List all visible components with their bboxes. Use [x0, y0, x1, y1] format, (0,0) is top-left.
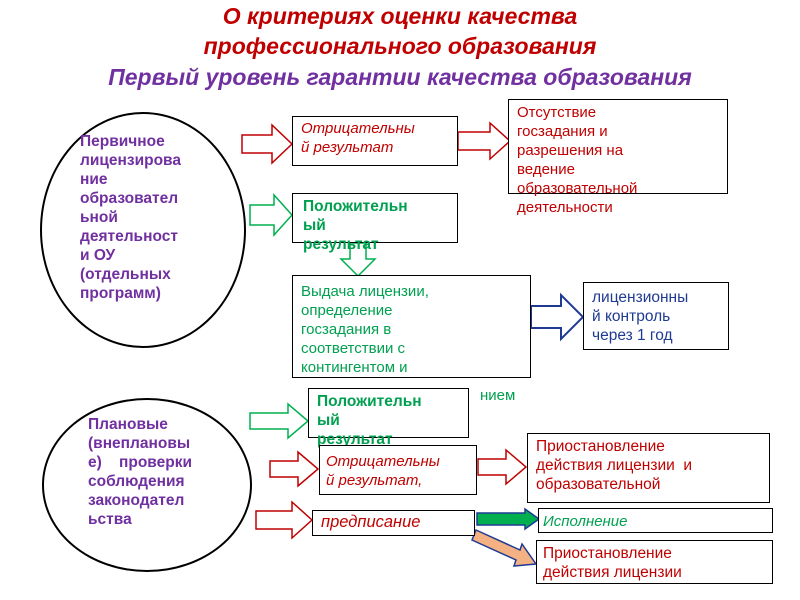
licensing-ellipse-label: Первичное лицензирова ние образовател ьн… [80, 133, 181, 302]
arrow-to-negative-1 [241, 123, 294, 165]
licensing-ellipse [40, 112, 246, 348]
positive-result-box-1: Положительн ый результат [292, 193, 458, 253]
slide-title-line-1: О критериях оценки качества [222, 3, 578, 29]
arrow-to-license-control [530, 292, 585, 342]
slide-title-line-2: профессионального образования [203, 33, 597, 59]
slide-subtitle: Первый уровень гарантии качества образов… [108, 64, 692, 90]
license-issue-overflow-text: нием [480, 387, 516, 404]
arrow-to-suspension [477, 448, 528, 486]
arrow-to-prescription [255, 500, 314, 540]
arrow-to-negative-2 [269, 450, 320, 488]
arrow-to-positive-1 [249, 193, 294, 237]
negative-result-box-2: Отрицательны й результат, [319, 445, 477, 495]
no-assignment-box: Отсутствие госзадания и разрешения на ве… [508, 99, 728, 216]
arrow-to-suspension-2 [471, 528, 538, 567]
arrow-to-execution [476, 507, 541, 531]
execution-box: Исполнение [538, 508, 773, 533]
positive-result-box-2: Положительн ый результат [308, 388, 469, 448]
suspension-box: Приостановление действия лицензии и обра… [527, 433, 770, 503]
arrow-to-positive-2 [249, 402, 310, 440]
prescription-box: предписание [312, 510, 475, 536]
arrow-to-no-assignment [457, 121, 512, 161]
arrow-down-to-license-issue [339, 242, 377, 278]
license-issue-box: Выдача лицензии, определение госзадания … [292, 275, 531, 378]
inspections-ellipse [42, 398, 252, 572]
inspections-ellipse-label: Плановые (внеплановы е) проверки соблюде… [88, 416, 193, 528]
suspension-box-2: Приостановление действия лицензии [536, 540, 773, 584]
license-control-box: лицензионны й контроль через 1 год [583, 282, 729, 350]
negative-result-box-1: Отрицательны й результат [292, 116, 458, 166]
